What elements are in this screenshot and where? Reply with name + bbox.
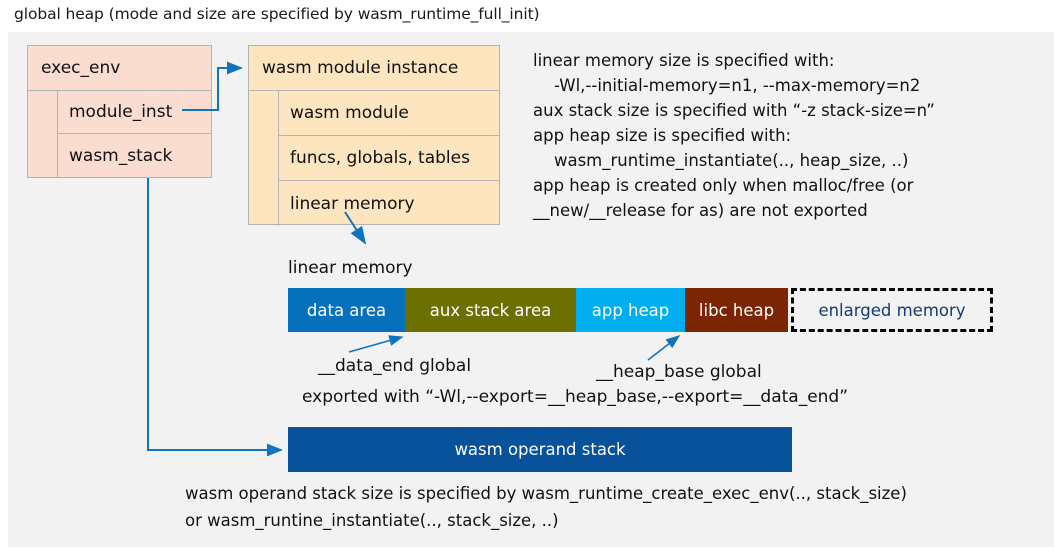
exec-env-title: exec_env bbox=[28, 46, 211, 91]
exec-env-box: exec_env module_inst wasm_stack bbox=[27, 45, 212, 178]
operand-stack-notes: wasm operand stack size is specified by … bbox=[185, 484, 907, 530]
segment-aux-stack-area: aux stack area bbox=[405, 288, 576, 332]
linear-memory-notes: linear memory size is specified with: -W… bbox=[533, 51, 935, 220]
wmi-row-wasm-module: wasm module bbox=[278, 91, 499, 136]
linear-memory-label: linear memory bbox=[288, 258, 413, 278]
linear-memory-bar: data area aux stack area app heap libc h… bbox=[288, 288, 993, 332]
segment-enlarged-memory: enlarged memory bbox=[791, 288, 993, 332]
wasm-module-instance-box: wasm module instance wasm module funcs, … bbox=[248, 45, 500, 226]
page-title: global heap (mode and size are specified… bbox=[14, 5, 540, 23]
wmi-row-linear-memory: linear memory bbox=[278, 181, 499, 226]
annotation-heap-base: __heap_base global bbox=[596, 362, 762, 382]
segment-app-heap: app heap bbox=[576, 288, 685, 332]
annotation-export: exported with “-Wl,--export=__heap_base,… bbox=[302, 387, 849, 407]
wasm-operand-stack-box: wasm operand stack bbox=[288, 427, 792, 472]
exec-env-row-module-inst: module_inst bbox=[57, 91, 211, 134]
segment-data-area: data area bbox=[288, 288, 405, 332]
wasm-module-instance-title: wasm module instance bbox=[249, 46, 499, 91]
wmi-row-funcs-globals-tables: funcs, globals, tables bbox=[278, 136, 499, 181]
annotation-data-end: __data_end global bbox=[318, 356, 472, 376]
exec-env-row-wasm-stack: wasm_stack bbox=[57, 134, 211, 177]
segment-libc-heap: libc heap bbox=[685, 288, 788, 332]
